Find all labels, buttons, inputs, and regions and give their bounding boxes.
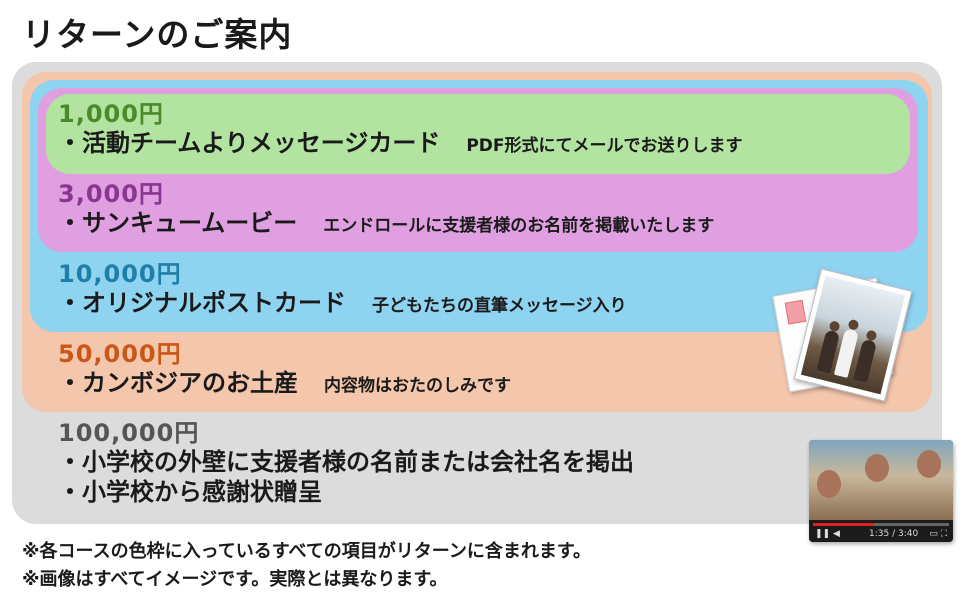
- stamp-icon: [784, 299, 807, 325]
- tier-50000: 50,000円 ・カンボジアのお土産 内容物はおたのしみです: [58, 340, 511, 401]
- child-face: [817, 470, 841, 498]
- fullscreen-icon: ▭ ⛶: [929, 529, 947, 539]
- tier-item: ・小学校の外壁に支援者様の名前または会社名を掲出: [58, 448, 634, 476]
- child-face: [917, 450, 941, 478]
- tier-price: 100,000円: [58, 419, 200, 447]
- tier-item: ・活動チームよりメッセージカード PDF形式にてメールでお送りします: [58, 128, 743, 161]
- tier-3000: 3,000円 ・サンキュームービー エンドロールに支援者様のお名前を掲載いたします: [58, 180, 714, 241]
- tier-item-label: ・活動チームよりメッセージカード: [58, 129, 441, 157]
- tier-frame-1000: [46, 94, 910, 174]
- page-title: リターンのご案内: [22, 15, 293, 54]
- tier-price: 50,000円: [58, 340, 182, 368]
- tier-item: ・オリジナルポストカード 子どもたちの直筆メッセージ入り: [58, 288, 627, 321]
- footnotes: ※各コースの色枠に入っているすべての項目がリターンに含まれます。 ※画像はすべて…: [22, 538, 591, 594]
- video-time: 1:35 / 3:40: [869, 529, 919, 539]
- tier-price: 10,000円: [58, 260, 182, 288]
- tier-note: 子どもたちの直筆メッセージ入り: [372, 296, 627, 316]
- play-pause-icon: ❚❚ ◀︎: [815, 529, 840, 539]
- postcard-photo: [800, 275, 906, 395]
- tier-item: ・小学校から感謝状贈呈: [58, 478, 322, 506]
- tier-note: 内容物はおたのしみです: [324, 376, 511, 396]
- child-face: [865, 454, 889, 482]
- tier-item-label: ・オリジナルポストカード: [58, 289, 346, 317]
- tier-note: PDF形式にてメールでお送りします: [466, 136, 743, 156]
- video-progress-fill: [813, 523, 875, 526]
- tier-price: 3,000円: [58, 180, 164, 208]
- tier-10000: 10,000円 ・オリジナルポストカード 子どもたちの直筆メッセージ入り: [58, 260, 627, 321]
- video-player-icon: ❚❚ ◀︎ 1:35 / 3:40 ▭ ⛶: [809, 440, 953, 542]
- tier-1000: 1,000円 ・活動チームよりメッセージカード PDF形式にてメールでお送りします: [58, 100, 743, 161]
- video-progress: [813, 523, 949, 526]
- tier-item: ・カンボジアのお土産 内容物はおたのしみです: [58, 368, 511, 401]
- tier-price: 1,000円: [58, 100, 164, 128]
- video-controls: ❚❚ ◀︎ 1:35 / 3:40 ▭ ⛶: [809, 520, 953, 542]
- tier-item-label: ・カンボジアのお土産: [58, 369, 298, 397]
- footnote: ※画像はすべてイメージです。実際とは異なります。: [22, 569, 448, 590]
- footnote: ※各コースの色枠に入っているすべての項目がリターンに含まれます。: [22, 541, 592, 562]
- tier-item: ・サンキュームービー エンドロールに支援者様のお名前を掲載いたします: [58, 208, 714, 241]
- video-frame: [809, 440, 953, 520]
- tier-note: エンドロールに支援者様のお名前を掲載いたします: [323, 216, 715, 236]
- tier-100000: 100,000円 ・小学校の外壁に支援者様の名前または会社名を掲出 ・小学校から…: [58, 419, 634, 507]
- child-figure: [853, 338, 878, 383]
- tier-item-label: ・サンキュームービー: [58, 209, 298, 237]
